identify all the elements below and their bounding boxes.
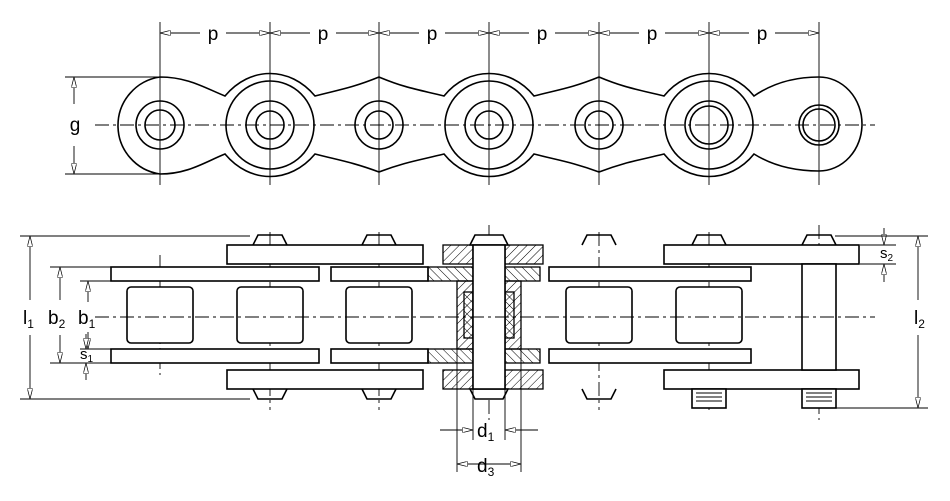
label-l1: l1 xyxy=(23,308,34,331)
chain-top-view: p p p p p p g xyxy=(65,22,875,185)
dimension-s2 xyxy=(860,228,896,282)
label-l2: l2 xyxy=(914,308,925,331)
dimension-d3 xyxy=(456,349,522,472)
dimension-l2 xyxy=(835,235,928,409)
pitch-label-1: p xyxy=(208,24,219,45)
label-s1: s1 xyxy=(80,346,94,365)
inner-plates xyxy=(110,266,752,364)
height-dimension-g xyxy=(65,76,162,175)
pitch-label-4: p xyxy=(537,24,548,45)
pitch-label-5: p xyxy=(647,24,658,45)
label-d3: d3 xyxy=(477,456,495,479)
chain-link-outline xyxy=(117,72,863,178)
outer-plates-top xyxy=(226,244,860,265)
label-s2: s2 xyxy=(880,245,894,264)
pitch-extension-lines xyxy=(159,22,820,185)
pitch-label-6: p xyxy=(757,24,768,45)
rollers xyxy=(126,286,743,344)
label-b1: b1 xyxy=(78,308,96,331)
height-label-g: g xyxy=(70,115,81,136)
pitch-label-3: p xyxy=(427,24,438,45)
dimension-b2 xyxy=(50,266,112,364)
pin-heads xyxy=(252,234,837,409)
outer-plates-bottom xyxy=(226,369,860,390)
dimension-d1 xyxy=(440,389,538,440)
chain-section-view: l1 b2 b1 s1 s2 xyxy=(20,225,928,479)
pitch-label-2: p xyxy=(318,24,329,45)
label-b2: b2 xyxy=(48,308,66,331)
dimension-l1 xyxy=(20,235,250,400)
label-d1: d1 xyxy=(477,421,495,444)
